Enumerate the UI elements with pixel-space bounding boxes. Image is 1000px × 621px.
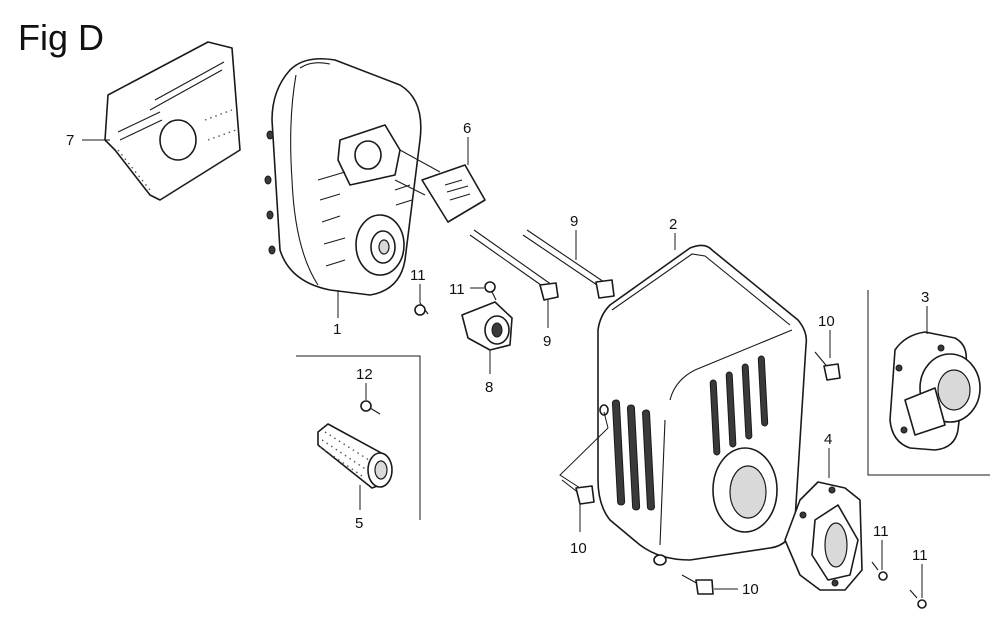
exhaust-deflector (784, 481, 863, 591)
callout-8: 8 (485, 379, 493, 396)
callout-11-c: 11 (873, 523, 889, 540)
callout-10-lower-right: 10 (742, 581, 759, 598)
callout-9-upper: 9 (570, 213, 578, 230)
callout-1: 1 (333, 321, 341, 338)
callout-9-lower: 9 (543, 333, 551, 350)
callout-11-b: 11 (449, 281, 465, 298)
group-bracket (867, 290, 990, 476)
small-screw (360, 400, 381, 415)
muffler-deflector (889, 331, 981, 451)
muffler-protector (597, 244, 808, 566)
callout-10-upper: 10 (818, 313, 835, 330)
callout-6: 6 (463, 120, 471, 137)
callout-5: 5 (355, 515, 363, 532)
exhaust-gasket (421, 164, 486, 223)
callout-2: 2 (669, 216, 677, 233)
stud-bolt (522, 229, 615, 299)
tapping-screw (909, 589, 927, 609)
arrester-clamp (461, 301, 513, 351)
callout-3: 3 (921, 289, 929, 306)
flange-bolt (561, 479, 595, 505)
callout-4: 4 (824, 431, 832, 448)
callout-12: 12 (356, 366, 373, 383)
callout-10-lower-left: 10 (570, 540, 587, 557)
callout-11-a: 11 (410, 267, 426, 284)
flange-bolt (681, 574, 714, 595)
stud-bolt (469, 229, 559, 301)
callout-11-d: 11 (912, 547, 928, 564)
spark-arrester-screen (317, 423, 393, 489)
figure-title: Fig D (18, 17, 104, 58)
leader-line (394, 149, 441, 196)
leader-line (559, 411, 609, 489)
group-bracket (296, 355, 421, 520)
tapping-screw (414, 302, 429, 316)
tapping-screw (871, 561, 888, 581)
muffler-body (264, 57, 422, 296)
flange-bolt (814, 351, 841, 381)
tapping-screw (484, 281, 497, 301)
heat-shield-plate (104, 41, 241, 201)
callout-7: 7 (66, 132, 74, 149)
